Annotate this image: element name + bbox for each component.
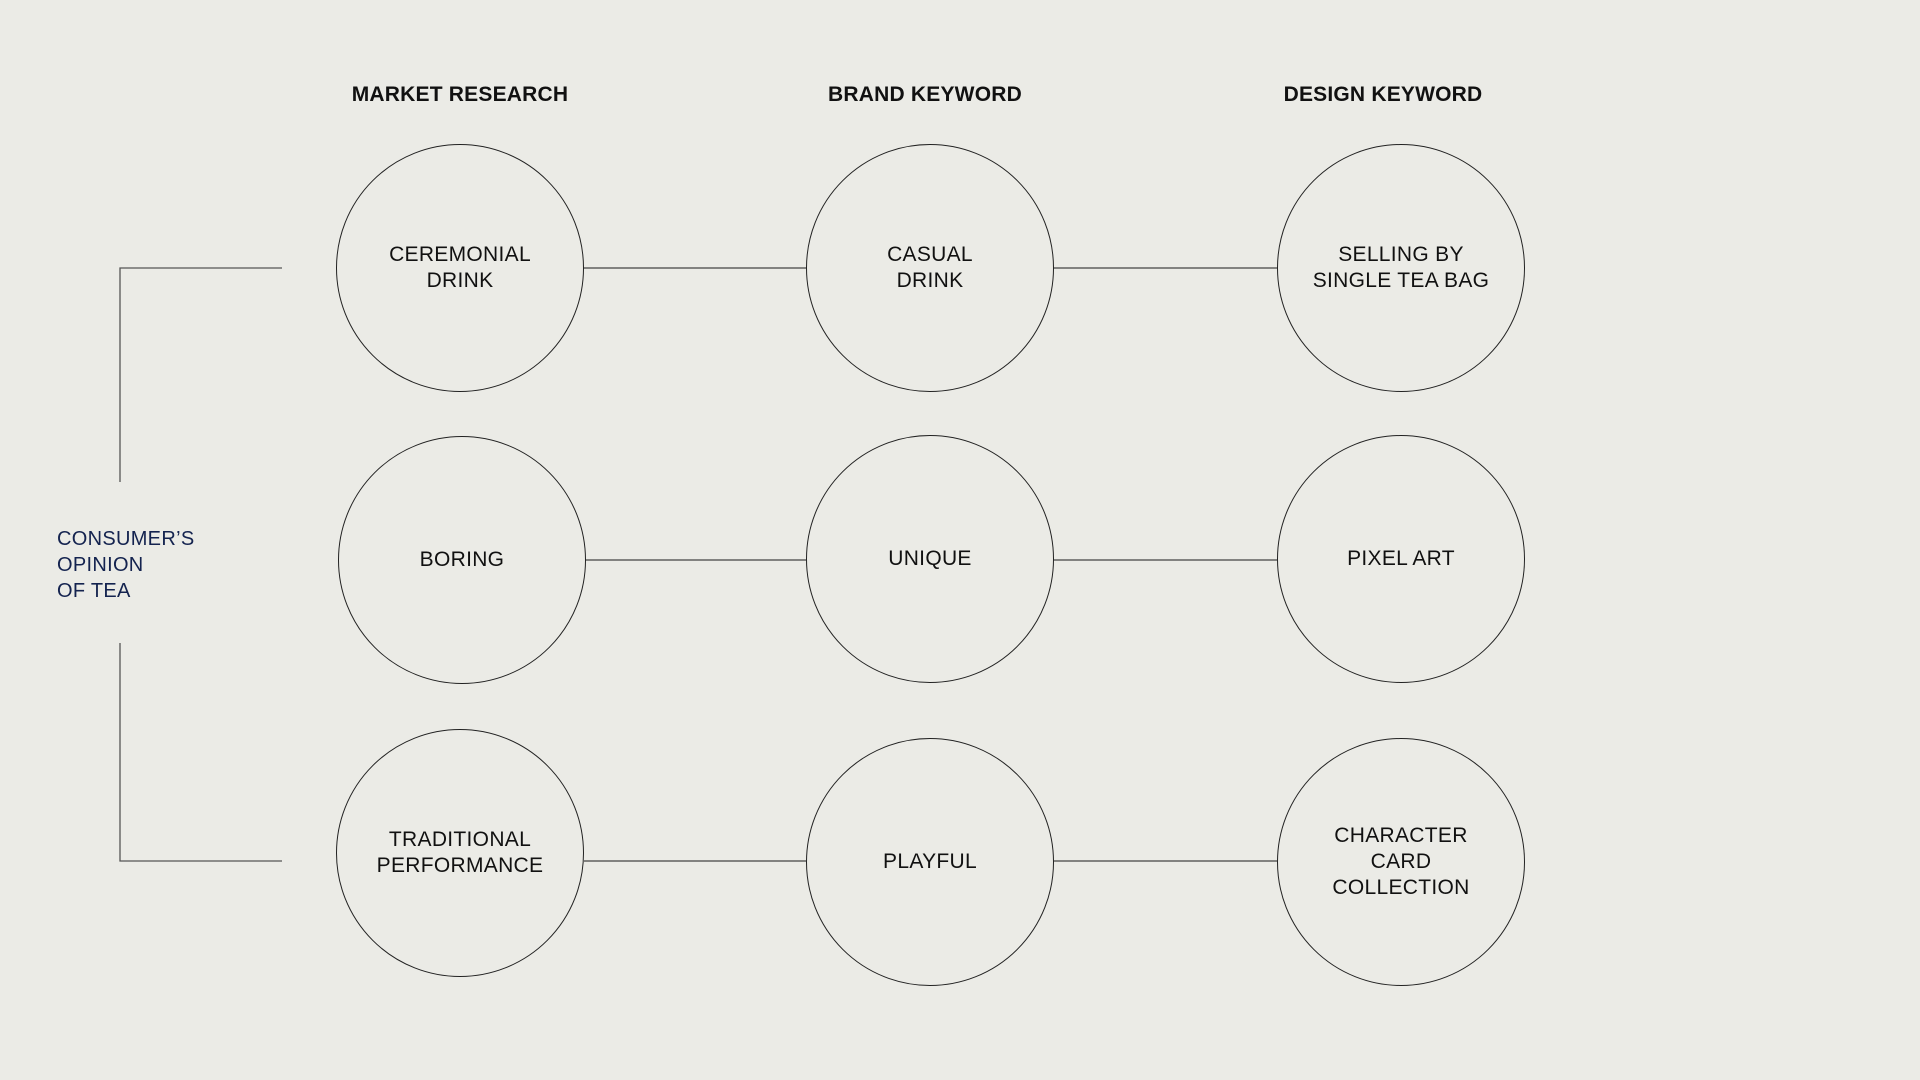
node-pixel-art: PIXEL ART	[1277, 435, 1525, 683]
node-label: CHARACTER CARD COLLECTION	[1332, 824, 1470, 899]
node-label: UNIQUE	[888, 547, 972, 570]
node-selling-by-single-tea-bag: SELLING BY SINGLE TEA BAG	[1277, 144, 1525, 392]
node-traditional-performance: TRADITIONAL PERFORMANCE	[336, 729, 584, 977]
node-label: SELLING BY SINGLE TEA BAG	[1312, 243, 1490, 292]
node-unique: UNIQUE	[806, 435, 1054, 683]
node-label: BORING	[419, 548, 505, 571]
column-header-market-research: MARKET RESEARCH	[351, 83, 569, 106]
node-casual-drink: CASUAL DRINK	[806, 144, 1054, 392]
node-label: TRADITIONAL PERFORMANCE	[376, 828, 544, 877]
consumer-opinion-label: CONSUMER’S OPINION OF TEA	[57, 528, 195, 602]
node-label: PIXEL ART	[1347, 547, 1455, 570]
node-character-card-collection: CHARACTER CARD COLLECTION	[1277, 738, 1525, 986]
node-label: CASUAL DRINK	[887, 243, 973, 292]
node-label: PLAYFUL	[883, 850, 977, 873]
node-boring: BORING	[338, 436, 586, 684]
node-ceremonial-drink: CEREMONIAL DRINK	[336, 144, 584, 392]
column-header-design-keyword: DESIGN KEYWORD	[1283, 83, 1483, 106]
node-playful: PLAYFUL	[806, 738, 1054, 986]
bracket-bottom	[119, 643, 282, 862]
bracket-top	[119, 267, 282, 482]
node-label: CEREMONIAL DRINK	[389, 243, 531, 292]
column-header-brand-keyword: BRAND KEYWORD	[828, 83, 1022, 106]
